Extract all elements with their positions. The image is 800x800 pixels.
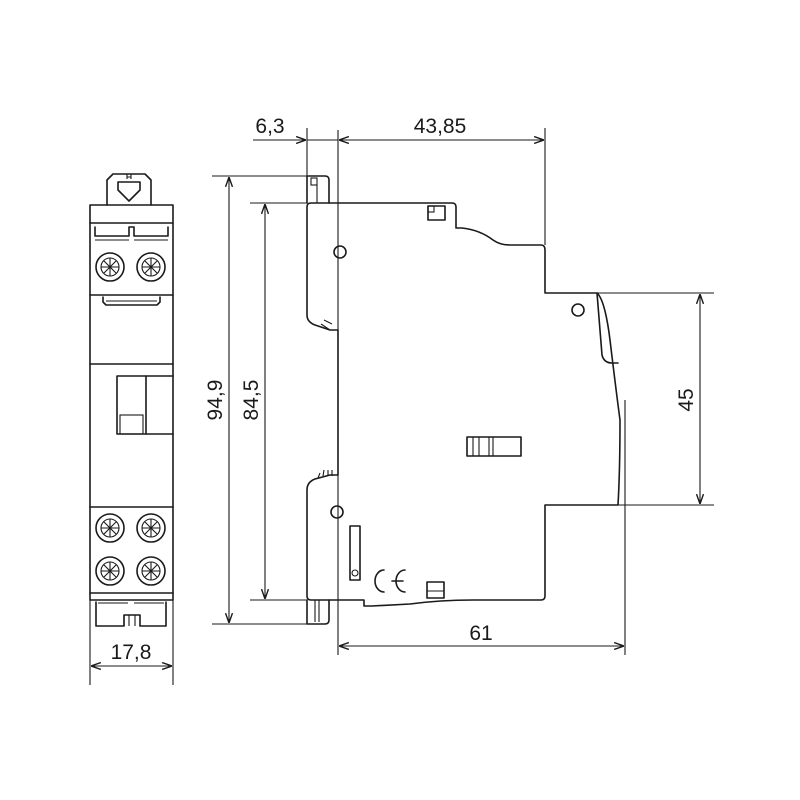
dim-label-body-height: 84,5 [240,380,263,421]
terminal-screw-icon [95,556,125,586]
dim-label-front-face-height: 45 [675,388,698,411]
indicator-window [116,375,147,435]
side-body-outline [306,202,621,607]
front-width-label: 17,8 [111,641,152,664]
dim-label-total-depth: 61 [469,622,492,645]
mount-hole-icon [571,303,585,317]
bottom-terminals [95,513,166,586]
top-terminals [95,252,166,282]
dim-label-rail-clip-depth: 6,3 [255,115,284,138]
terminal-screw-icon [136,556,166,586]
top-latch [106,173,152,206]
terminal-screw-icon [95,252,125,282]
terminal-screw-icon [95,513,125,543]
latch-arrow-icon [117,181,141,202]
mount-hole-icon [333,245,347,259]
front-view [89,173,174,685]
dim-label-body-depth-upper: 43,85 [414,115,467,138]
terminal-screw-icon [136,252,166,282]
side-view [212,128,714,655]
front-body-outline [89,204,174,601]
dim-label-total-height: 94,9 [204,380,227,421]
ce-mark-icon [374,569,406,593]
label-slider [466,436,522,457]
mount-hole-icon [330,505,344,519]
terminal-screw-icon [136,513,166,543]
side-slot [349,525,361,581]
top-rail-clip [306,175,330,204]
